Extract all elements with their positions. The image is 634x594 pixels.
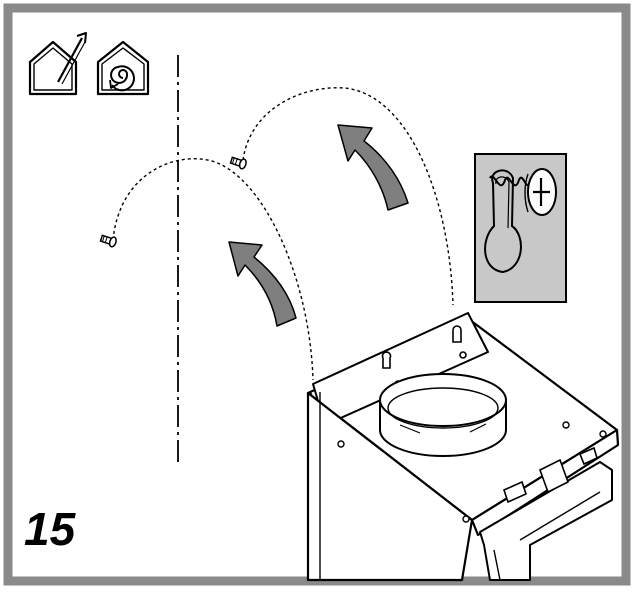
keyhole-slot-detail-icon (474, 153, 567, 303)
hood-front-trim (479, 461, 613, 581)
screw-icon-right (229, 156, 247, 170)
duct-collar (379, 373, 507, 457)
bracket-keyhole-slots (381, 325, 467, 388)
screw-icon-left (99, 234, 117, 248)
curved-arrow-icon-right (337, 124, 409, 211)
mounting-holes (337, 421, 607, 523)
curved-arrow-icon-left (228, 241, 297, 327)
hood-left-side (306, 391, 474, 582)
step-number: 15 (24, 503, 76, 555)
screw-path-left (112, 158, 314, 381)
ducted-extraction-icon (28, 32, 87, 96)
screw-path-right (242, 87, 454, 306)
recirculation-icon (96, 40, 150, 96)
front-connector (503, 446, 598, 504)
